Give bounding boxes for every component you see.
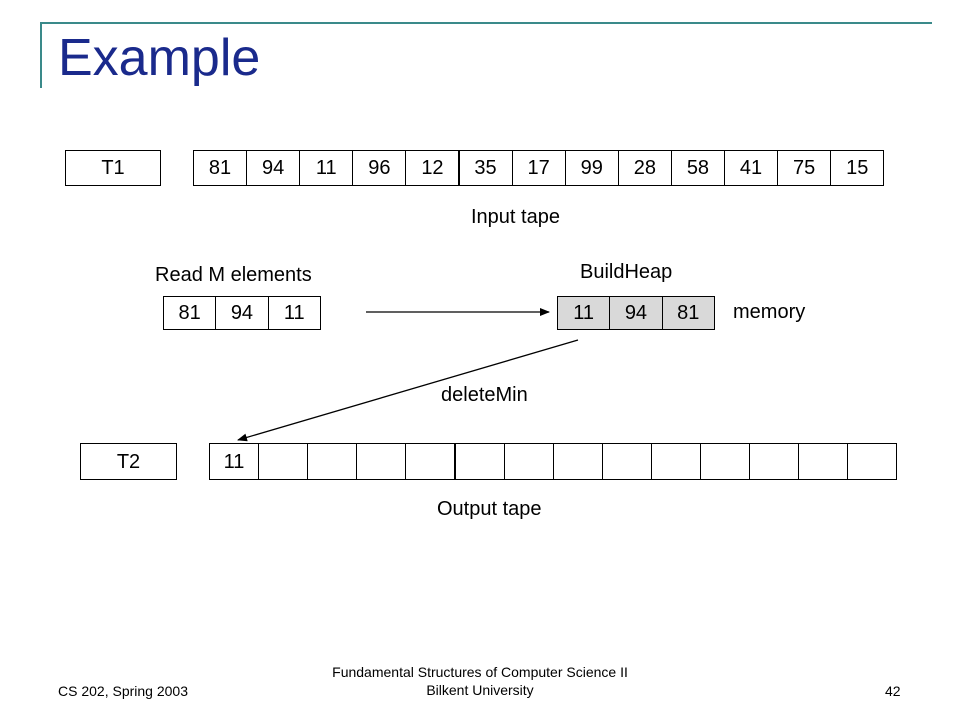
slide-frame-top-line [40, 22, 932, 24]
output-tape-cell [552, 443, 603, 480]
input-tape-cell: 11 [299, 150, 354, 186]
read-block-cell: 11 [267, 296, 321, 330]
input-tape-cell: 12 [405, 150, 460, 186]
memory-block-cell: 81 [661, 296, 715, 330]
memory-block-label: BuildHeap [580, 261, 673, 283]
input-tape-cell: 81 [193, 150, 248, 186]
output-tape-cell [847, 443, 898, 480]
read-block-label: Read M elements [155, 264, 312, 286]
input-tape-cell: 35 [458, 150, 513, 186]
footer-center-line1: Fundamental Structures of Computer Scien… [332, 664, 628, 680]
memory-block-cell: 94 [609, 296, 663, 330]
input-tape-cell: 41 [724, 150, 779, 186]
memory-side-label: memory [733, 301, 806, 323]
input-tape-cell: 99 [564, 150, 619, 186]
memory-block-cell: 11 [557, 296, 611, 330]
footer-course: CS 202, Spring 2003 [58, 683, 188, 699]
input-tape-cell: 15 [830, 150, 885, 186]
footer-center-line2: Bilkent University [426, 682, 534, 698]
footer-page-number: 42 [885, 683, 901, 699]
input-tape-cell: 58 [670, 150, 725, 186]
input-tape-name-box: T1 [65, 150, 161, 186]
input-tape-cell: 17 [511, 150, 566, 186]
output-tape-cell [405, 443, 456, 480]
operation-label: deleteMin [441, 384, 528, 406]
output-tape-cell [258, 443, 309, 480]
slide-title: Example [58, 29, 261, 87]
input-tape-cell: 96 [352, 150, 407, 186]
output-tape-cell [454, 443, 505, 480]
output-tape-name-box: T2 [80, 443, 177, 480]
output-tape-cell [356, 443, 407, 480]
input-tape-caption: Input tape [471, 206, 560, 228]
read-block-cell: 81 [163, 296, 217, 330]
slide-frame-left-line [40, 22, 42, 88]
output-tape-cell [307, 443, 358, 480]
output-tape-cell: 11 [209, 443, 260, 480]
memory-to-output-arrow [237, 339, 579, 442]
input-tape-cell: 94 [246, 150, 301, 186]
output-tape-caption: Output tape [437, 498, 542, 520]
